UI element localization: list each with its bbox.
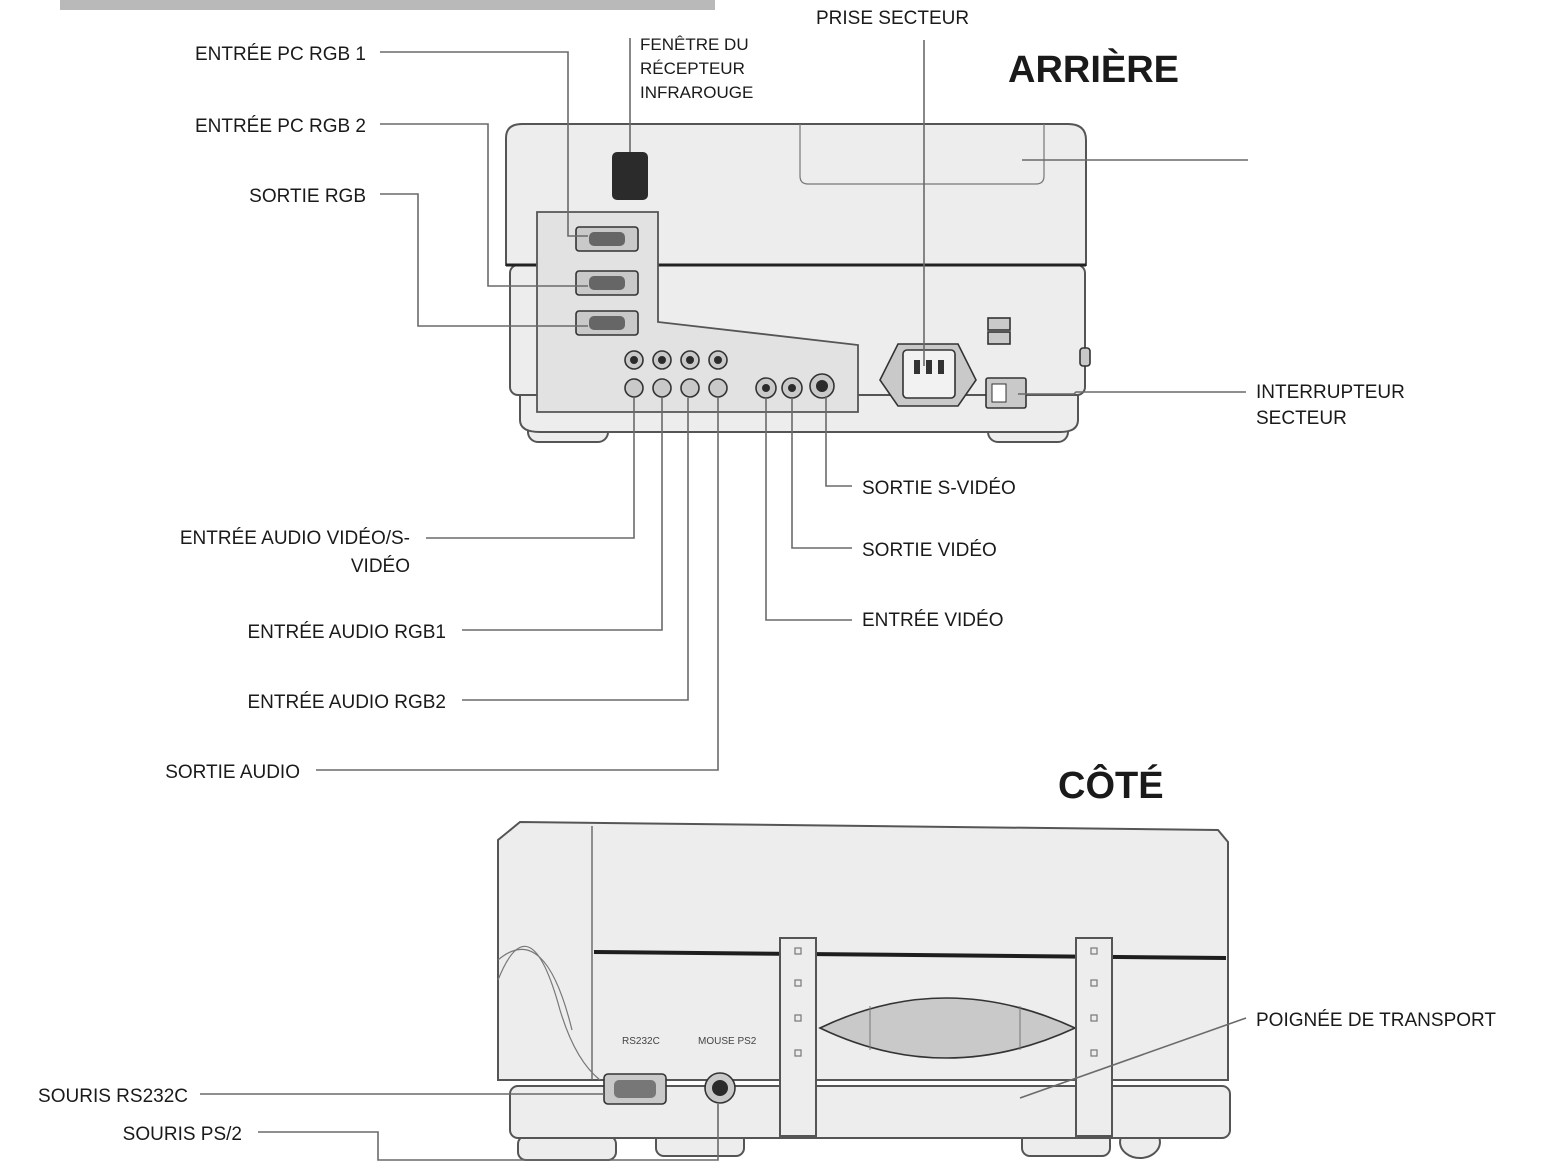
- svg-text:MOUSE PS2: MOUSE PS2: [698, 1036, 757, 1047]
- svg-text:RS232C: RS232C: [622, 1036, 660, 1047]
- label-mouse-ps2: SOURIS PS/2: [123, 1124, 242, 1145]
- label-ir-window-2: RÉCEPTEUR: [640, 59, 745, 78]
- ps2-port: [705, 1073, 735, 1103]
- label-pc-rgb-in-2: ENTRÉE PC RGB 2: [195, 116, 366, 137]
- label-audio-video-in-2: VIDÉO: [351, 556, 410, 577]
- rear-heading: ARRIÈRE: [1008, 47, 1179, 91]
- side-heading: CÔTÉ: [1058, 762, 1164, 807]
- d-sub-ports: [576, 227, 638, 335]
- label-rgb-out: SORTIE RGB: [249, 186, 366, 207]
- label-ir-window-1: FENÊTRE DU: [640, 35, 749, 54]
- label-ir-window-3: INFRAROUGE: [640, 83, 753, 102]
- label-pc-rgb-in-1: ENTRÉE PC RGB 1: [195, 44, 366, 65]
- label-s-video-out: SORTIE S-VIDÉO: [862, 478, 1016, 499]
- label-audio-out: SORTIE AUDIO: [165, 762, 300, 783]
- label-power-switch-1: INTERRUPTEUR: [1256, 382, 1405, 403]
- side-view-illustration: RS232C MOUSE PS2: [498, 822, 1230, 1160]
- label-power-switch-2: SECTEUR: [1256, 408, 1347, 429]
- label-video-out: SORTIE VIDÉO: [862, 540, 997, 561]
- rs232c-port: [604, 1074, 666, 1104]
- header-bar: [60, 0, 715, 10]
- label-mouse-rs232c: SOURIS RS232C: [38, 1086, 188, 1107]
- power-switch: [986, 378, 1026, 408]
- rear-view-illustration: [506, 124, 1090, 442]
- label-carry-handle: POIGNÉE DE TRANSPORT: [1256, 1010, 1496, 1031]
- label-power-socket: PRISE SECTEUR: [816, 8, 969, 29]
- ir-receiver-window: [612, 152, 648, 200]
- label-audio-rgb2-in: ENTRÉE AUDIO RGB2: [248, 692, 447, 713]
- label-video-in: ENTRÉE VIDÉO: [862, 610, 1003, 631]
- label-audio-video-in-1: ENTRÉE AUDIO VIDÉO/S-: [180, 528, 410, 549]
- power-socket: [880, 344, 976, 406]
- label-audio-rgb1-in: ENTRÉE AUDIO RGB1: [248, 622, 447, 643]
